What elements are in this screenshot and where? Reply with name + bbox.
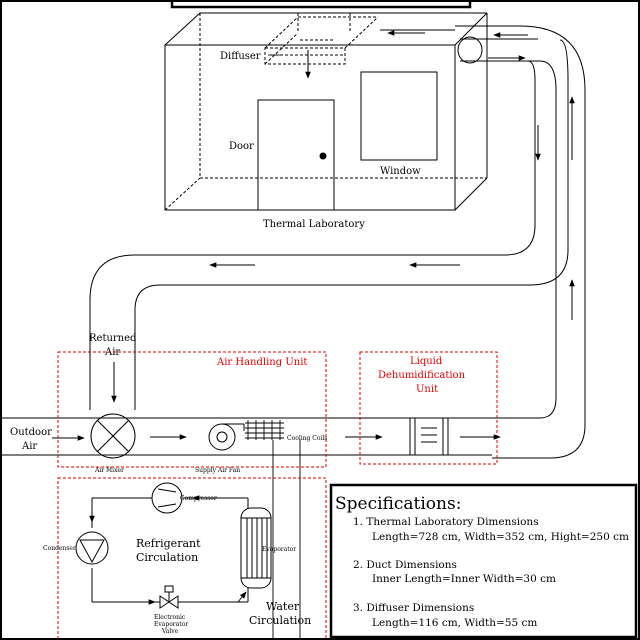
flow-arrow-evaporator-in [237, 591, 247, 603]
outdoor-air-label-2: Air [21, 441, 37, 452]
compressor [151, 482, 183, 514]
liquid-label-3: Unit [416, 384, 438, 395]
valve-label-2: Evaporator [154, 621, 188, 628]
specifications-box: Specifications: 1. Thermal Laboratory Di… [329, 483, 638, 639]
door-knob [319, 152, 327, 160]
spec-item-3-detail: Length=116 cm, Width=55 cm [372, 617, 537, 629]
supply-air-fan [208, 423, 245, 451]
electronic-evaporator-valve [159, 585, 179, 609]
returned-air-label-2: Air [104, 347, 120, 358]
refrigerant-label-1: Refrigerant [136, 537, 201, 550]
air-handling-unit-label: Air Handling Unit [216, 357, 307, 368]
main-duct [2, 417, 492, 456]
window-label: Window [380, 166, 421, 177]
window [360, 71, 438, 161]
spec-item-3-heading: 3. Diffuser Dimensions [353, 602, 474, 614]
returned-air-label-1: Returned [89, 333, 137, 344]
cooling-coils-label: Cooling Coils [287, 435, 327, 442]
diffuser [264, 13, 379, 65]
thermal-lab-label: Thermal Laboratory [263, 219, 365, 230]
air-mixer-label: Air Mixer [94, 467, 124, 474]
condenser [75, 531, 109, 565]
liquid-dehumidification-boundary [359, 351, 498, 465]
condenser-label: Condenser [43, 545, 76, 552]
valve-label-3: Valve [161, 628, 179, 635]
return-duct [89, 39, 569, 410]
supply-duct [380, 25, 586, 459]
compressor-label: Compressor [180, 495, 217, 502]
liquid-label-2: Dehumidification [378, 370, 466, 381]
valve-label-1: Electronic [154, 614, 186, 621]
water-label-1: Water [266, 600, 300, 613]
refrigerant-label-2: Circulation [136, 551, 198, 564]
evaporator [240, 507, 272, 589]
door [257, 99, 335, 211]
supply-air-fan-label: Supply Air Fan [195, 467, 240, 474]
spec-item-1-detail: Length=728 cm, Width=352 cm, Hight=250 c… [372, 531, 629, 543]
refrigerant-circulation-boundary [57, 477, 327, 640]
spec-item-1-heading: 1. Thermal Laboratory Dimensions [353, 516, 539, 528]
spec-item-2-detail: Inner Length=Inner Width=30 cm [372, 573, 556, 585]
spec-title: Specifications: [335, 494, 461, 514]
water-label-2: Circulation [249, 614, 311, 627]
cooling-coils [245, 420, 301, 640]
spec-item-2-heading: 2. Duct Dimensions [353, 559, 457, 571]
liquid-label-1: Liquid [410, 356, 443, 367]
outdoor-air-label-1: Outdoor [10, 427, 52, 438]
air-mixer [90, 413, 136, 459]
door-label: Door [229, 141, 254, 152]
thermal-laboratory [164, 12, 488, 211]
evaporator-label: Evaporator [262, 546, 296, 553]
air-handling-unit-boundary [57, 351, 327, 468]
diffuser-label: Diffuser [220, 51, 261, 62]
dehumidifier-core [409, 417, 449, 456]
